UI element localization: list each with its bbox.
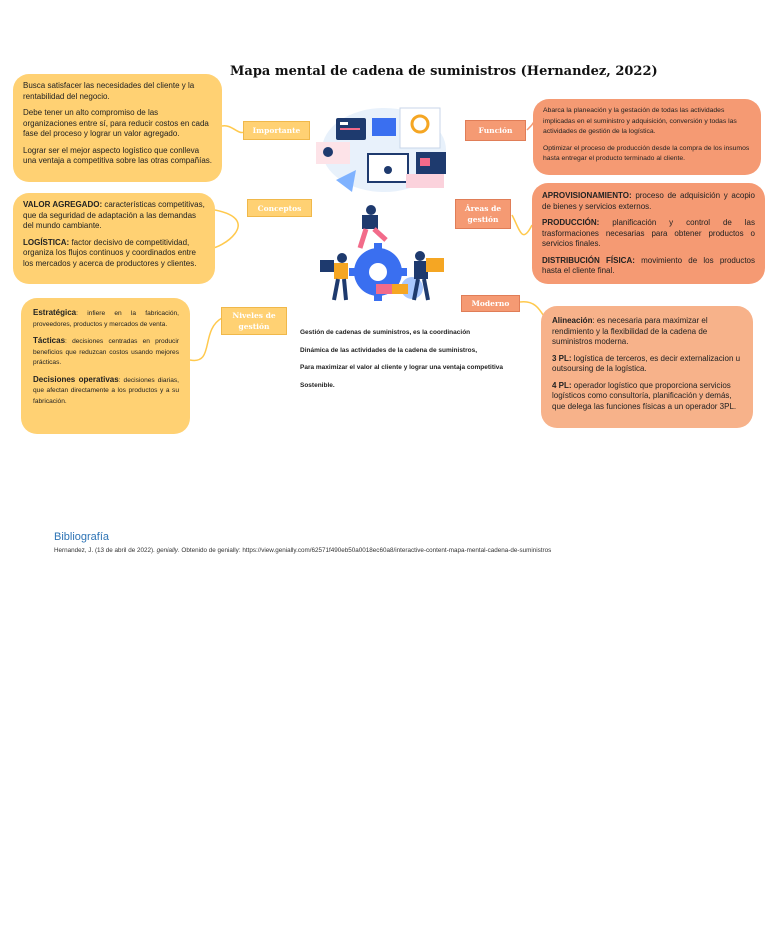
- label-importante: Importante: [243, 121, 310, 140]
- bibliography-heading: Bibliografía: [54, 531, 109, 543]
- label-funcion: Función: [465, 120, 526, 141]
- label-conceptos: Conceptos: [247, 199, 312, 217]
- people-gears-icon: [320, 205, 444, 301]
- bib-entry-pre: Hernandez, J. (13 de abril de 2022).: [54, 547, 157, 554]
- bib-entry-italic: genially: [157, 547, 178, 554]
- logistica-term: LOGÍSTICA:: [23, 238, 69, 247]
- aprovisionamiento-term: APROVISIONAMIENTO:: [542, 191, 632, 200]
- produccion-term: PRODUCCIÓN:: [542, 218, 599, 227]
- distribucion-text: DISTRIBUCIÓN FÍSICA: movimiento de los p…: [542, 256, 755, 277]
- valor-agregado-term: VALOR AGREGADO:: [23, 200, 102, 209]
- conceptos-box: VALOR AGREGADO: características competit…: [13, 193, 215, 284]
- alineacion-text: Alineación: es necesaria para maximizar …: [552, 316, 743, 348]
- 4pl-def: operador logístico que proporciona servi…: [552, 381, 736, 411]
- distribucion-term: DISTRIBUCIÓN FÍSICA:: [542, 256, 635, 265]
- central-line-2: Dinámica de las actividades de la cadena…: [300, 342, 503, 360]
- supply-chain-illustration: [316, 100, 456, 305]
- 4pl-text: 4 PL: operador logístico que proporciona…: [552, 381, 743, 413]
- estrategica-text: Estratégica: infiere en la fabricación, …: [33, 308, 179, 330]
- alineacion-term: Alineación: [552, 316, 592, 325]
- aprovisionamiento-text: APROVISIONAMIENTO: proceso de adquisició…: [542, 191, 755, 212]
- funcion-box: Abarca la planeación y la gestación de t…: [533, 99, 761, 175]
- 3pl-text: 3 PL: logística de terceros, es decir ex…: [552, 354, 743, 375]
- 4pl-term: 4 PL:: [552, 381, 572, 390]
- 3pl-term: 3 PL:: [552, 354, 572, 363]
- tacticas-term: Tácticas: [33, 336, 65, 345]
- page-title: Mapa mental de cadena de suministros (He…: [230, 64, 658, 79]
- estrategica-term: Estratégica: [33, 308, 76, 317]
- valor-agregado-text: VALOR AGREGADO: características competit…: [23, 200, 205, 232]
- 3pl-def: logística de terceros, es decir external…: [552, 354, 740, 374]
- central-line-1: Gestión de cadenas de suministros, es la…: [300, 324, 503, 342]
- tacticas-text: Tácticas: decisiones centradas en produc…: [33, 336, 179, 369]
- label-moderno: Moderno: [461, 295, 520, 312]
- logistica-text: LOGÍSTICA: factor decisivo de competitiv…: [23, 238, 205, 270]
- label-areas: Áreas de gestión: [455, 199, 511, 229]
- funcion-text-1: Abarca la planeación y la gestación de t…: [543, 106, 751, 138]
- importante-text-3: Lograr ser el mejor aspecto logístico qu…: [23, 146, 212, 167]
- central-line-3: Para maximizar el valor al cliente y log…: [300, 359, 503, 377]
- niveles-box: Estratégica: infiere en la fabricación, …: [21, 298, 190, 434]
- central-definition: Gestión de cadenas de suministros, es la…: [300, 324, 503, 394]
- central-line-4: Sostenible.: [300, 377, 503, 395]
- operativas-text: Decisiones operativas: decisiones diaria…: [33, 375, 179, 408]
- moderno-box: Alineación: es necesaria para maximizar …: [541, 306, 753, 428]
- importante-box: Busca satisfacer las necesidades del cli…: [13, 74, 222, 182]
- digital-devices-icon: [316, 108, 446, 192]
- bibliography-entry: Hernandez, J. (13 de abril de 2022). gen…: [54, 547, 551, 554]
- label-niveles: Niveles de gestión: [221, 307, 287, 335]
- importante-text-2: Debe tener un alto compromiso de las org…: [23, 108, 212, 140]
- bib-entry-post: . Obtenido de genially: https://view.gen…: [178, 547, 551, 554]
- produccion-text: PRODUCCIÓN: planificación y control de l…: [542, 218, 755, 250]
- importante-text-1: Busca satisfacer las necesidades del cli…: [23, 81, 212, 102]
- areas-box: APROVISIONAMIENTO: proceso de adquisició…: [532, 183, 765, 284]
- funcion-text-2: Optimizar el proceso de producción desde…: [543, 144, 751, 165]
- operativas-term: Decisiones operativas: [33, 375, 119, 384]
